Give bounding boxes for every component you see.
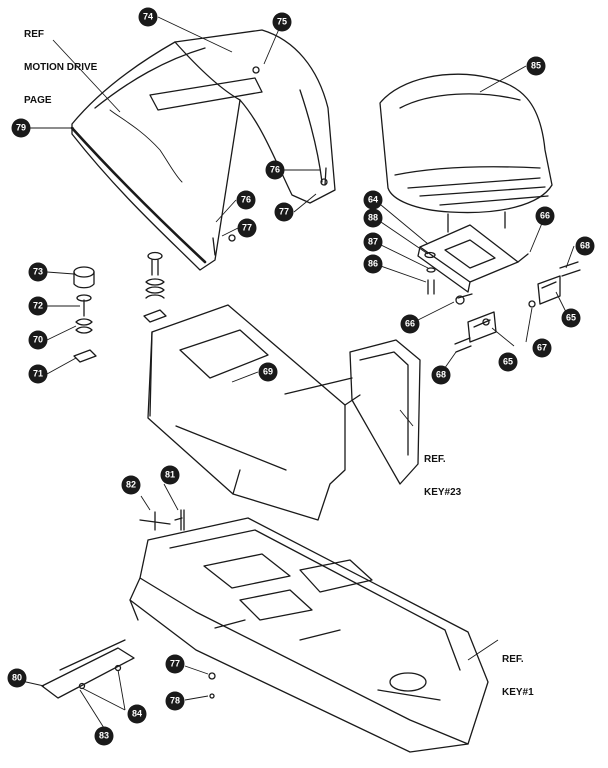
callout-64: 64 <box>363 190 383 210</box>
callout-73: 73 <box>28 262 48 282</box>
callout-81: 81 <box>160 465 180 485</box>
callout-66: 66 <box>535 206 555 226</box>
callout-86: 86 <box>363 254 383 274</box>
callout-77: 77 <box>237 218 257 238</box>
plate-part <box>41 639 135 699</box>
callout-80: 80 <box>7 668 27 688</box>
callout-68: 68 <box>575 236 595 256</box>
seat-switch-bracket <box>467 275 561 343</box>
ref-key1-line-1: REF. <box>502 654 524 665</box>
seat-part <box>379 73 553 233</box>
switch-hardware <box>454 261 581 353</box>
leader-lines <box>16 16 575 729</box>
seat-bracket-part <box>417 224 519 293</box>
callout-82: 82 <box>121 475 141 495</box>
callout-79: 79 <box>11 118 31 138</box>
callout-68: 68 <box>431 365 451 385</box>
ref-motion-drive-line-1: REF <box>24 29 44 40</box>
callout-83: 83 <box>94 726 114 746</box>
callout-74: 74 <box>138 7 158 27</box>
callout-67: 67 <box>532 338 552 358</box>
callout-85: 85 <box>526 56 546 76</box>
callout-65: 65 <box>498 352 518 372</box>
ref-key23-line-1: REF. <box>424 454 446 465</box>
callout-69: 69 <box>258 362 278 382</box>
callout-88: 88 <box>363 208 383 228</box>
callout-76: 76 <box>265 160 285 180</box>
frame-part <box>129 517 489 753</box>
callout-87: 87 <box>363 232 383 252</box>
callout-65: 65 <box>561 308 581 328</box>
ref-key1-line-2: KEY#1 <box>502 687 534 698</box>
callout-76: 76 <box>236 190 256 210</box>
ref-motion-drive-line-3: PAGE <box>24 95 52 106</box>
ref-key23-line-2: KEY#23 <box>424 487 462 498</box>
callout-77: 77 <box>274 202 294 222</box>
fender-part <box>70 29 336 271</box>
ref-key23-label: REF. KEY#23 <box>424 432 461 509</box>
ref-key1-label: REF. KEY#1 <box>502 632 534 709</box>
side-bracket-part <box>349 339 421 485</box>
callout-78: 78 <box>165 691 185 711</box>
isolator-hardware <box>73 251 167 363</box>
callout-84: 84 <box>127 704 147 724</box>
callout-66: 66 <box>400 314 420 334</box>
callout-72: 72 <box>28 296 48 316</box>
ref-motion-drive-line-2: MOTION DRIVE <box>24 62 98 73</box>
callout-77: 77 <box>165 654 185 674</box>
callout-75: 75 <box>272 12 292 32</box>
callout-70: 70 <box>28 330 48 350</box>
dash-panel-part <box>147 304 361 521</box>
callout-71: 71 <box>28 364 48 384</box>
seat-hardware <box>424 251 529 305</box>
frame-hardware <box>139 66 328 699</box>
ref-motion-drive-label: REF MOTION DRIVE PAGE <box>24 7 97 117</box>
